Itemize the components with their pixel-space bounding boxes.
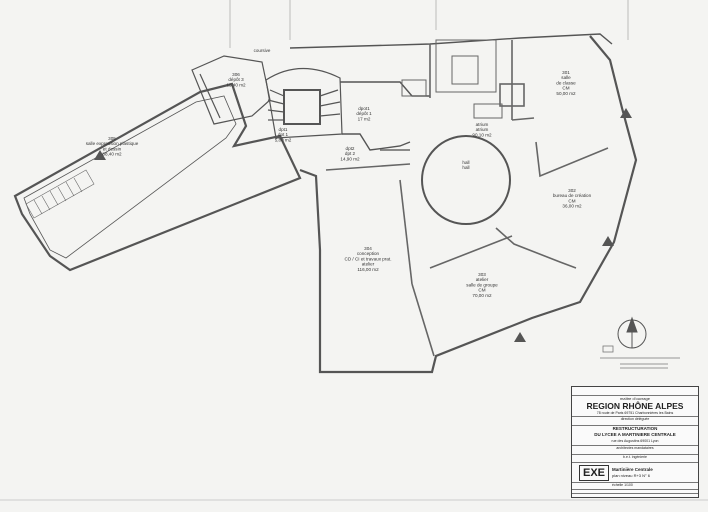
hall-rotunda — [421, 135, 511, 225]
owner-address: 78 route de Paris 69751 Charbonnières le… — [596, 411, 674, 415]
project-address: rue des Augustins 69001 Lyon — [611, 439, 659, 443]
sheet-subtitle: plan niveau R+3 N° 6 — [612, 473, 650, 478]
stair-core — [265, 67, 343, 139]
project-name: DU LYCEE A MARTINIERE CENTRALE — [594, 432, 676, 437]
delegate-label: direction déléguée — [620, 417, 650, 421]
project-title: RESTRUCTURATION — [612, 426, 658, 431]
phase-stamp: EXE — [579, 465, 609, 481]
section-markers — [94, 108, 632, 342]
engineer-label: b.e.t. ingénierie — [623, 455, 647, 459]
legend-marks — [600, 345, 680, 369]
interior-walls — [325, 40, 609, 357]
owner-name: REGION RHÔNE ALPES — [586, 401, 684, 411]
wall-left-wing — [13, 82, 302, 272]
wc-block — [401, 39, 525, 119]
coursive-label: coursive — [254, 48, 271, 53]
north-arrow — [617, 316, 647, 349]
owner-caption: maître d'ouvrage — [620, 396, 650, 401]
stair-left — [25, 169, 95, 219]
wall-right-block — [299, 35, 638, 374]
title-block-header: ​ — [575, 389, 695, 393]
sheet-title: Martinière Centrale — [612, 467, 653, 472]
architects-label: architectes mandataires — [616, 446, 654, 450]
title-block: ​ maître d'ouvrage REGION RHÔNE ALPES 78… — [571, 386, 699, 498]
scale-label: échelle 1/100 — [612, 483, 633, 487]
